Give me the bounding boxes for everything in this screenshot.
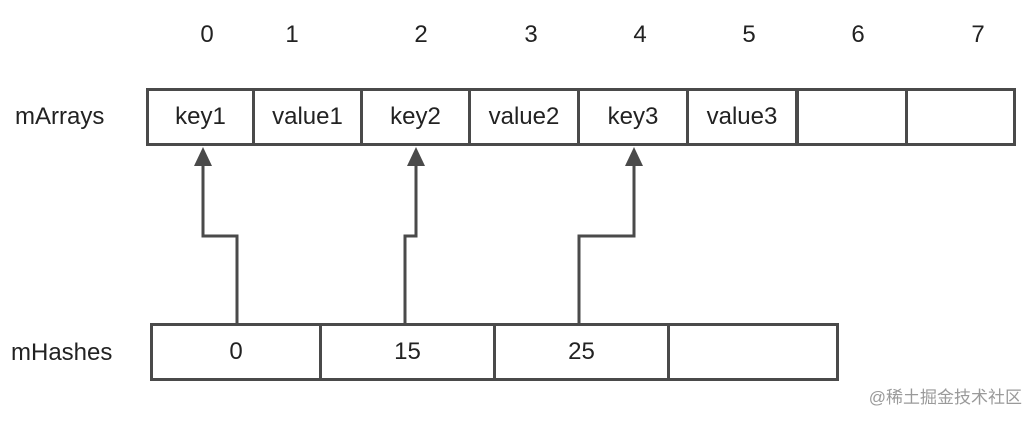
index-label-5: 5	[742, 21, 756, 48]
mhashes-cell-1: 15	[319, 323, 496, 381]
watermark: @稀土掘金技术社区	[868, 388, 1022, 407]
arrow-hash-25-to-key3	[577, 164, 636, 325]
marrays-label: mArrays	[15, 103, 105, 130]
index-label-7: 7	[971, 21, 985, 48]
index-label-6: 6	[851, 21, 865, 48]
marrays-cell-4: key3	[577, 88, 689, 146]
arrowhead-key3	[625, 147, 643, 166]
marrays-cell-3: value2	[468, 88, 580, 146]
mhashes-cell-2: 25	[493, 323, 670, 381]
mhashes-cell-0: 0	[150, 323, 322, 381]
marrays-cell-7	[905, 88, 1016, 146]
marrays-cell-0: key1	[146, 88, 255, 146]
arrow-hash-15-to-key2	[403, 164, 418, 325]
index-label-3: 3	[524, 21, 538, 48]
index-label-4: 4	[633, 21, 647, 48]
arrowhead-key1	[194, 147, 212, 166]
index-label-0: 0	[200, 21, 214, 48]
marrays-cell-1: value1	[252, 88, 363, 146]
arrowhead-key2	[407, 147, 425, 166]
index-label-1: 1	[285, 21, 299, 48]
arrow-hash-0-to-key1	[201, 164, 239, 325]
mhashes-cell-3	[667, 323, 839, 381]
marrays-cell-5: value3	[686, 88, 798, 146]
index-label-2: 2	[414, 21, 428, 48]
marrays-cell-2: key2	[360, 88, 471, 146]
mhashes-label: mHashes	[11, 339, 113, 366]
